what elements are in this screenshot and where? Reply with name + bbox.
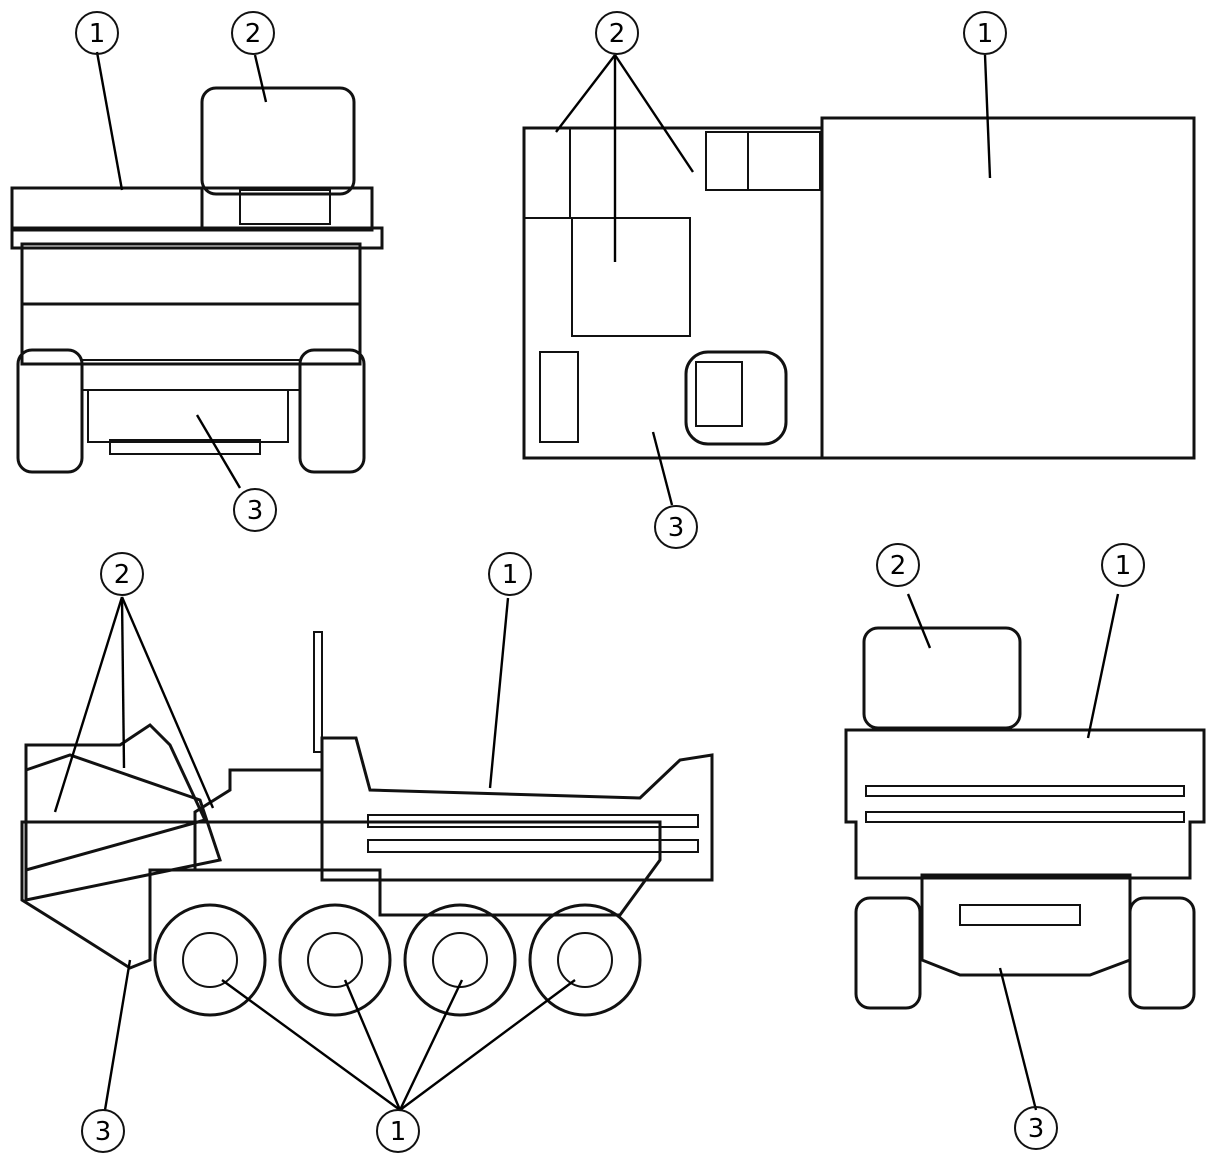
callout-side-2: 2 — [114, 560, 131, 590]
callout-front-1: 1 — [89, 19, 106, 49]
callout-top-2: 2 — [609, 19, 626, 49]
side-cab — [24, 723, 208, 872]
top-center-panel — [571, 217, 691, 337]
callout-rear-1: 1 — [1115, 551, 1132, 581]
callout-top-1: 1 — [977, 19, 994, 49]
side-mast — [313, 631, 323, 753]
rear-view: 2 1 3 — [844, 543, 1206, 1150]
front-right-tire — [298, 348, 366, 474]
side-wheel-3 — [403, 903, 517, 1017]
front-cargo-bed — [10, 186, 204, 232]
callout-side-3: 3 — [95, 1117, 112, 1147]
top-seat — [684, 350, 788, 446]
side-wheel-4 — [528, 903, 642, 1017]
callout-front-2: 2 — [245, 19, 262, 49]
rear-undercarriage — [920, 873, 1132, 977]
callout-side-1-wheels: 1 — [390, 1117, 407, 1147]
callout-front-3: 3 — [247, 496, 264, 526]
front-view: 1 2 3 — [10, 11, 384, 532]
rear-cab — [862, 626, 1022, 730]
top-control-box — [539, 351, 579, 443]
top-right-panel — [747, 131, 821, 191]
rear-right-tire — [1128, 896, 1196, 1010]
front-cab — [200, 86, 356, 196]
side-wheel-1 — [153, 903, 267, 1017]
rear-cargo-body — [844, 728, 1206, 880]
callout-side-1-body: 1 — [502, 560, 519, 590]
callout-rear-3: 3 — [1028, 1114, 1045, 1144]
side-cargo-bed — [320, 736, 714, 882]
front-lower-body — [20, 242, 362, 306]
callout-top-3: 3 — [668, 513, 685, 543]
side-wheel-2 — [278, 903, 392, 1017]
front-left-tire — [16, 348, 84, 474]
top-view: 2 1 3 — [522, 11, 1196, 549]
callout-rear-2: 2 — [890, 551, 907, 581]
rear-left-tire — [854, 896, 922, 1010]
side-view: 2 1 3 1 — [20, 552, 714, 1153]
top-left-panel — [523, 127, 571, 219]
top-cargo-bed — [820, 116, 1196, 460]
top-floor — [522, 126, 824, 460]
